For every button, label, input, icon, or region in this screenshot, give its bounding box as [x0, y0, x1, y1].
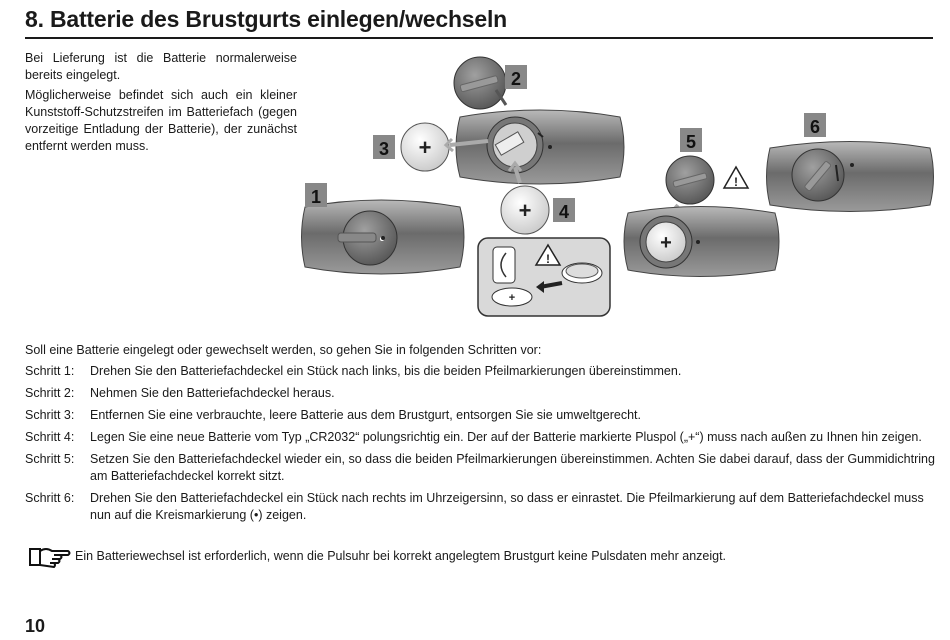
step-label: Schritt 6: — [25, 491, 75, 505]
marker-step-3-label: 3 — [379, 139, 389, 159]
battery-change-illustration: 1 2 + 3 + 4 ! + 5 — [301, 56, 934, 317]
gasket-detail-box: ! + — [477, 237, 611, 317]
note: Ein Batteriewechsel ist erforderlich, we… — [25, 543, 937, 569]
svg-text:+: + — [509, 292, 515, 304]
step-label: Schritt 1: — [25, 364, 75, 378]
svg-text:!: ! — [734, 175, 738, 189]
step-row: Schritt 2: Nehmen Sie den Batteriefachde… — [25, 385, 937, 402]
note-text: Ein Batteriewechsel ist erforderlich, we… — [75, 548, 727, 563]
marker-step-5 — [680, 128, 702, 152]
steps-intro: Soll eine Batterie eingelegt oder gewech… — [25, 343, 542, 357]
marker-step-2-label: 2 — [511, 69, 521, 89]
marker-step-3 — [373, 135, 395, 159]
step-text: Entfernen Sie eine verbrauchte, leere Ba… — [90, 408, 641, 422]
battery-step-4-plus: + — [519, 198, 532, 223]
step-text: Nehmen Sie den Batteriefachdeckel heraus… — [90, 386, 335, 400]
steps-block: Soll eine Batterie eingelegt oder gewech… — [25, 342, 937, 529]
strap-step-5: + — [623, 206, 780, 277]
svg-text:!: ! — [546, 252, 550, 266]
warning-icon — [534, 243, 562, 266]
strap-step-1 — [301, 199, 465, 275]
step-label: Schritt 4: — [25, 430, 75, 444]
strap-step-6 — [766, 141, 934, 212]
intro-paragraph-1: Bei Lieferung ist die Batterie normalerw… — [25, 51, 297, 82]
step-label: Schritt 5: — [25, 452, 75, 466]
battery-step-3-plus: + — [419, 135, 432, 160]
marker-step-1-label: 1 — [311, 187, 321, 207]
page-number: 10 — [25, 616, 46, 636]
marker-step-6 — [804, 113, 826, 137]
step-text: Legen Sie eine neue Batterie vom Typ „CR… — [90, 430, 922, 444]
step-text: Setzen Sie den Batteriefachdeckel wieder… — [90, 452, 935, 483]
step-text: Drehen Sie den Batteriefachdeckel ein St… — [90, 364, 682, 378]
step-label: Schritt 3: — [25, 408, 75, 422]
step-row: Schritt 6: Drehen Sie den Batteriefachde… — [25, 490, 937, 524]
marker-step-4 — [553, 198, 575, 222]
pointing-hand-icon — [29, 548, 71, 568]
step-row: Schritt 5: Setzen Sie den Batteriefachde… — [25, 451, 937, 485]
battery-step-4 — [500, 185, 550, 235]
marker-step-1 — [305, 183, 327, 207]
warning-icon-step-5 — [722, 165, 750, 189]
step-row: Schritt 1: Drehen Sie den Batteriefachde… — [25, 363, 937, 380]
step-row: Schritt 4: Legen Sie eine neue Batterie … — [25, 429, 937, 446]
svg-text:+: + — [660, 232, 672, 254]
marker-step-2 — [505, 65, 527, 89]
step-label: Schritt 2: — [25, 386, 75, 400]
step-text: Drehen Sie den Batteriefachdeckel ein St… — [90, 491, 924, 522]
strap-open — [455, 109, 625, 185]
step-row: Schritt 3: Entfernen Sie eine verbraucht… — [25, 407, 937, 424]
marker-step-6-label: 6 — [810, 117, 820, 137]
page-title: 8. Batterie des Brustgurts einlegen/wech… — [25, 6, 508, 32]
intro-paragraph-2: Möglicherweise befindet sich auch ein kl… — [25, 88, 297, 153]
title-rule — [25, 37, 933, 39]
marker-step-5-label: 5 — [686, 132, 696, 152]
marker-step-4-label: 4 — [559, 202, 569, 222]
intro-text: Bei Lieferung ist die Batterie normalerw… — [25, 50, 297, 158]
